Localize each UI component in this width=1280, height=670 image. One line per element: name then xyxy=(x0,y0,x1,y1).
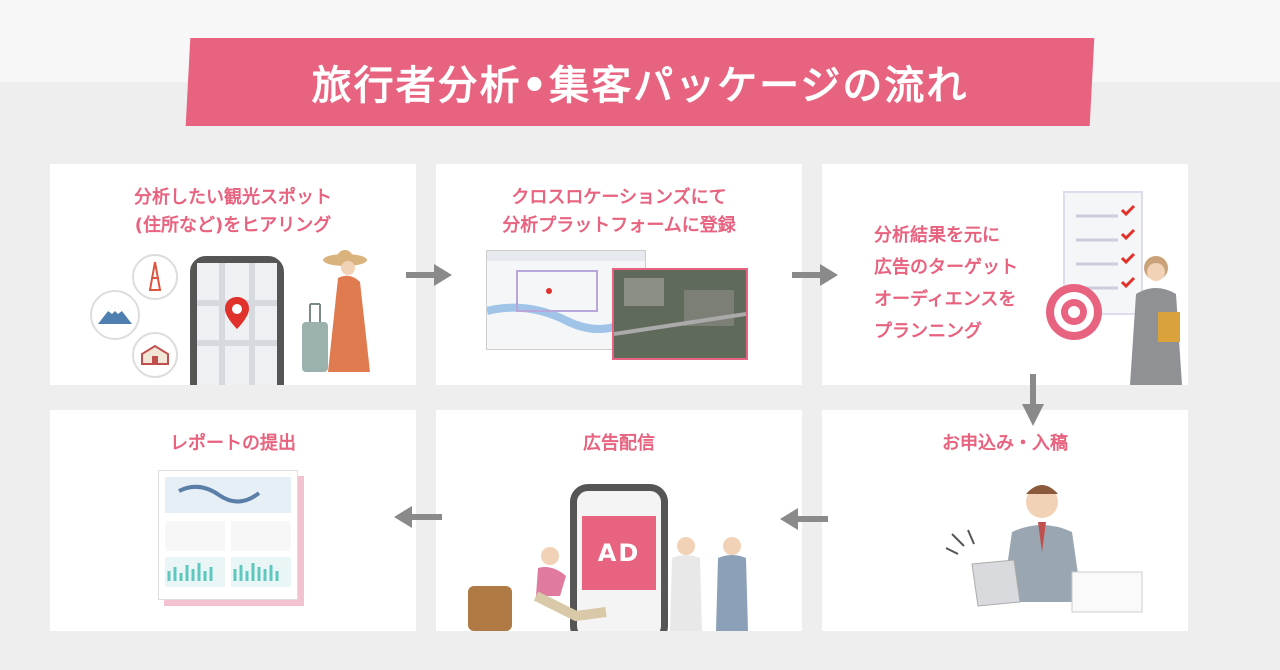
report-thumbnail xyxy=(158,470,298,600)
step-title: 分析結果を元に 広告のターゲット オーディエンスを プランニング xyxy=(874,225,1018,342)
clock-tower-icon xyxy=(132,332,178,378)
step-title: クロスロケーションズにて 分析プラットフォームに登録 xyxy=(502,187,736,236)
businessman-laptop-illustration xyxy=(945,485,1143,613)
travelers-group-illustration xyxy=(468,537,748,631)
step-card-hearing: 分析したい観光スポット (住所など)をヒアリング xyxy=(50,164,416,385)
step-card-application: お申込み・入稿 xyxy=(822,410,1188,631)
traveler-woman-illustration xyxy=(302,250,370,372)
step-card-report: レポートの提出 xyxy=(50,410,416,631)
step-title: お申込み・入稿 xyxy=(942,433,1068,454)
arrow-left-icon xyxy=(394,506,442,528)
checklist-icon xyxy=(1063,191,1143,315)
target-icon xyxy=(1046,284,1102,340)
step-card-registration: クロスロケーションズにて 分析プラットフォームに登録 xyxy=(436,164,802,385)
step-card-ad-delivery: 広告配信 AD xyxy=(436,410,802,631)
arrow-right-icon xyxy=(792,264,838,286)
phone-map-illustration xyxy=(190,256,284,385)
step-title: レポートの提出 xyxy=(170,433,296,454)
arrow-down-icon xyxy=(1022,374,1044,426)
step-title: 広告配信 xyxy=(583,433,655,454)
platform-satellite-screenshot xyxy=(612,268,748,360)
tokyo-tower-icon xyxy=(132,254,178,300)
step-card-planning: 分析結果を元に 広告のターゲット オーディエンスを プランニング xyxy=(822,164,1188,385)
businesswoman-illustration xyxy=(1130,256,1182,385)
map-pin-icon xyxy=(225,297,249,329)
arrow-left-icon xyxy=(780,508,828,530)
ad-badge: AD xyxy=(582,516,656,590)
arrow-right-icon xyxy=(406,264,452,286)
page-title: 旅行者分析•集客パッケージの流れ xyxy=(311,63,969,109)
mount-fuji-icon xyxy=(90,290,140,340)
step-title: 分析したい観光スポット (住所など)をヒアリング xyxy=(134,187,332,236)
